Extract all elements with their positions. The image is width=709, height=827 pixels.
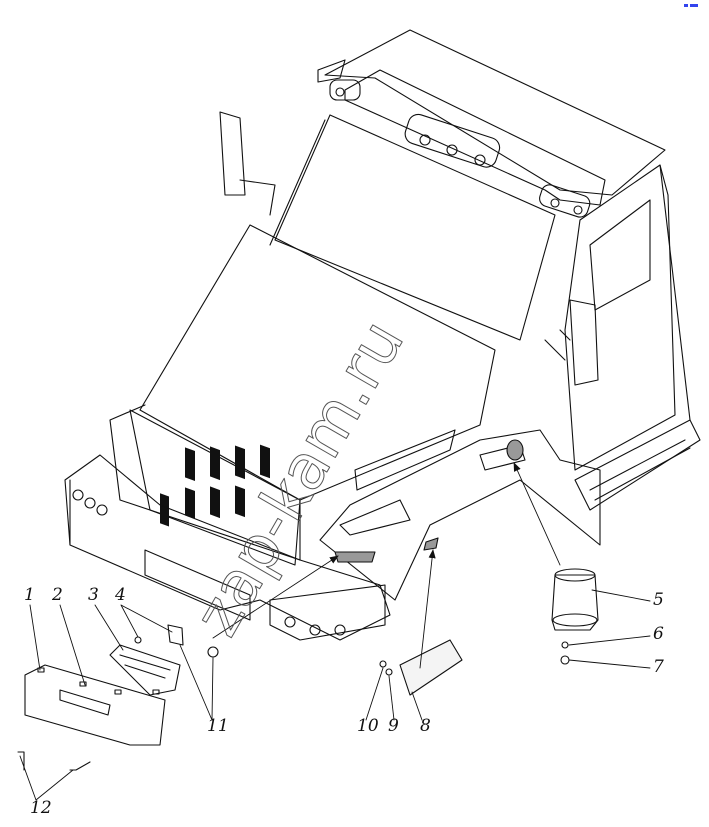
left-mirror	[219, 111, 246, 196]
callout-6: 6	[653, 624, 664, 644]
callout-2: 2	[52, 585, 63, 605]
fog-lamps	[72, 489, 386, 641]
cab-roof	[324, 29, 666, 196]
windshield	[274, 114, 556, 341]
right-mirror	[569, 299, 599, 386]
bumper	[64, 454, 391, 641]
fender	[319, 429, 601, 601]
roof-lights	[329, 79, 591, 218]
callout-9: 9	[388, 716, 399, 736]
grille-slots	[160, 444, 270, 527]
callout-8: 8	[420, 716, 431, 736]
nameplate	[354, 429, 456, 491]
part-1-bumper-cover	[24, 664, 166, 746]
beacon-mounted	[506, 439, 524, 461]
part-11-clip	[167, 624, 184, 646]
part-6-washer	[561, 641, 569, 649]
part-12-screw	[17, 751, 91, 771]
part-9-washer	[385, 668, 393, 676]
callout-12: 12	[30, 798, 52, 818]
turn-lamp-front	[334, 551, 376, 563]
callout-11: 11	[207, 716, 229, 736]
corner-mark	[684, 4, 698, 8]
cab-step	[574, 419, 701, 511]
callout-3: 3	[88, 585, 99, 605]
part-4-bolt	[134, 636, 142, 644]
side-marker	[423, 537, 439, 551]
callout-4: 4	[115, 585, 126, 605]
part-5-beacon	[551, 574, 599, 631]
part-8-lamp	[399, 639, 463, 696]
callout-10: 10	[357, 716, 379, 736]
hood	[139, 224, 496, 501]
part-3-lamp-grille	[109, 644, 181, 696]
leader-lines	[19, 462, 651, 801]
part-10-nut	[379, 660, 387, 668]
callout-5: 5	[653, 590, 664, 610]
part-7-nut	[560, 655, 570, 665]
callout-7: 7	[653, 657, 664, 677]
callout-1: 1	[24, 585, 35, 605]
